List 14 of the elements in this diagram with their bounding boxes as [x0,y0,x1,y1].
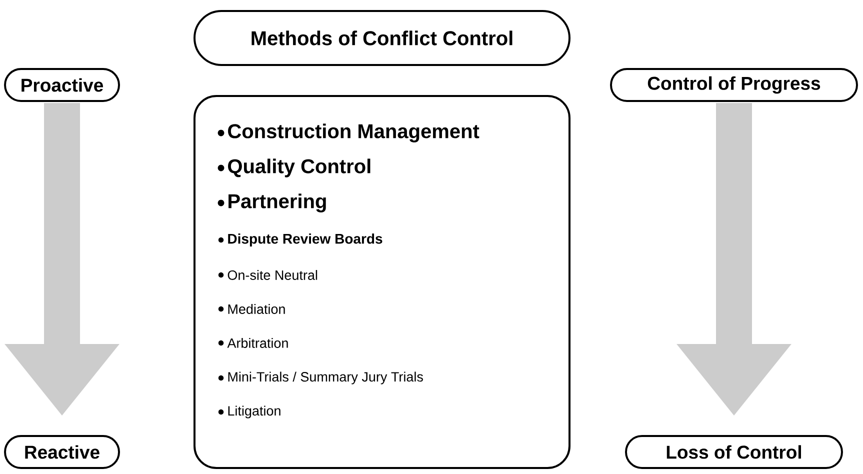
list-item: On-site Neutral [218,270,318,280]
list-item: Construction Management [218,124,480,142]
label-box: Reactive [4,434,120,469]
list-item: Partnering [218,194,326,212]
list-item: Mediation [218,304,285,314]
label-box: Proactive [4,68,120,102]
list-item: Litigation [218,406,280,418]
list-item: Dispute Review Boards [218,233,382,246]
list-item: Quality Control [218,158,370,178]
label-box: Control of Progress [610,68,858,102]
list-item: Arbitration [218,338,288,348]
title-box: Methods of Conflict Control [194,10,570,66]
list-item: Mini-Trials / Summary Jury Trials [218,372,423,384]
label-box: Loss of Control [625,434,843,469]
